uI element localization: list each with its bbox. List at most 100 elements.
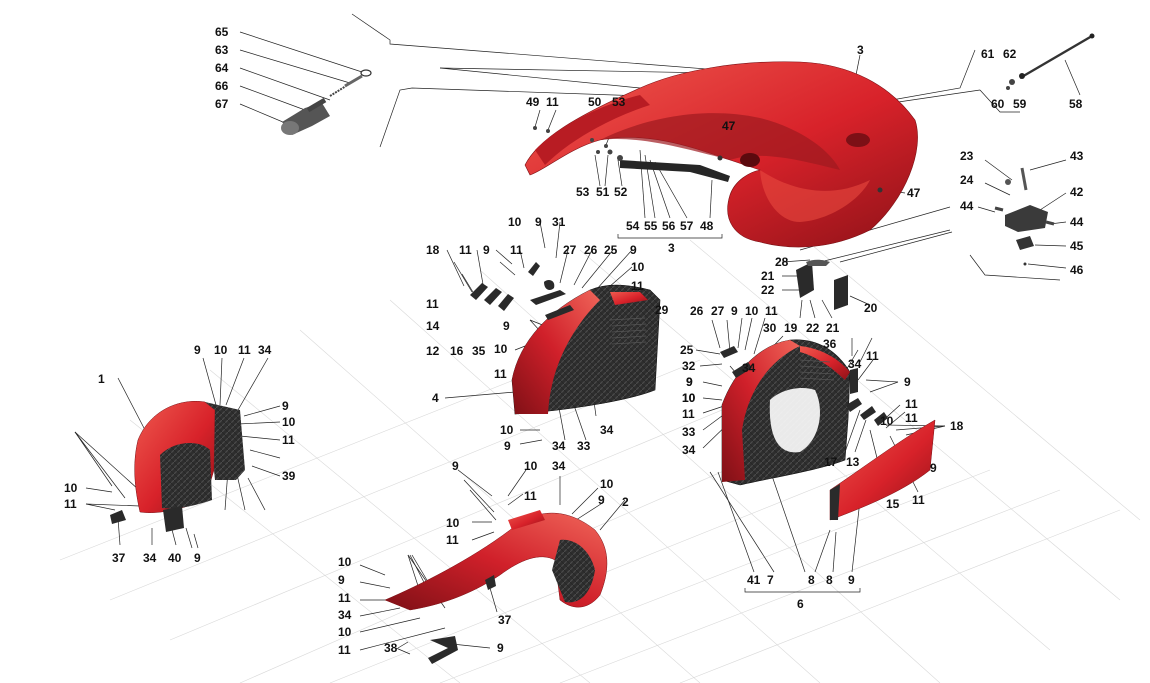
part-callout-label: 9 — [194, 551, 201, 565]
part-callout-label: 48 — [700, 219, 714, 233]
part-callout-label: 46 — [1070, 263, 1084, 277]
part-callout-label: 54 — [626, 219, 640, 233]
part-callout-label: 11 — [765, 304, 778, 318]
part-callout-label: 9 — [598, 493, 605, 507]
part-callout-label: 36 — [823, 337, 837, 351]
part-callout-label: 53 — [612, 95, 626, 109]
part-callout-label: 11 — [238, 343, 251, 357]
part-callout-label: 11 — [426, 297, 439, 311]
part-callout-label: 1 — [98, 372, 105, 386]
part-callout-label: 56 — [662, 219, 676, 233]
part-callout-label: 44 — [1070, 215, 1084, 229]
part-callout-label: 41 — [747, 573, 761, 587]
part-callout-label: 23 — [960, 149, 974, 163]
arch-bracket-set[interactable] — [110, 506, 184, 532]
part-callout-label: 11 — [282, 433, 295, 447]
part-callout-label: 9 — [686, 375, 693, 389]
part-callout-label: 10 — [214, 343, 228, 357]
part-callout-label: 10 — [338, 625, 352, 639]
part-callout-label: 2 — [622, 495, 629, 509]
part-callout-label: 10 — [524, 459, 538, 473]
part-callout-label: 10 — [682, 391, 696, 405]
part-callout-label: 9 — [930, 461, 937, 475]
part-callout-label: 22 — [761, 283, 775, 297]
part-callout-label: 9 — [630, 243, 637, 257]
part-callout-label: 10 — [64, 481, 78, 495]
part-callout-label: 26 — [584, 243, 598, 257]
part-callout-label: 11 — [524, 489, 537, 503]
part-callout-label: 34 — [143, 551, 157, 565]
part-callout-label: 55 — [644, 219, 658, 233]
lower-fender-liner[interactable] — [384, 510, 608, 611]
part-callout-label: 10 — [508, 215, 522, 229]
part-callout-label: 10 — [338, 555, 352, 569]
part-callout-label: 14 — [426, 319, 440, 333]
part-callout-label: 9 — [731, 304, 738, 318]
part-callout-label: 11 — [338, 643, 351, 657]
part-callout-label: 35 — [472, 344, 486, 358]
fastener-set[interactable] — [533, 79, 1015, 161]
trim-strip-set[interactable] — [470, 262, 574, 320]
part-callout-label: 19 — [784, 321, 798, 335]
part-callout-label: 17 — [824, 455, 838, 469]
part-callout-label: 9 — [483, 243, 490, 257]
right-side-shield[interactable] — [829, 419, 936, 521]
right-wheelhouse-frame[interactable] — [721, 339, 851, 486]
part-callout-label: 3 — [668, 241, 675, 255]
part-callout-label: 9 — [282, 399, 289, 413]
part-callout-label: 40 — [168, 551, 182, 565]
part-callout-label: 64 — [215, 61, 229, 75]
part-callout-label: 3 — [857, 43, 864, 57]
part-callout-label: 25 — [604, 243, 618, 257]
left-wheelhouse-panel[interactable] — [511, 284, 661, 415]
part-callout-label: 9 — [504, 439, 511, 453]
part-callout-label: 10 — [745, 304, 759, 318]
part-callout-label: 21 — [761, 269, 775, 283]
part-callout-label: 37 — [498, 613, 512, 627]
part-callout-label: 6 — [797, 597, 804, 611]
part-callout-label: 57 — [680, 219, 694, 233]
part-callout-label: 9 — [338, 573, 345, 587]
tow-hook-rod[interactable] — [1019, 33, 1095, 80]
part-callout-label: 60 — [991, 97, 1005, 111]
part-callout-label: 10 — [682, 391, 696, 405]
part-callout-label: 11 — [446, 533, 459, 547]
part-callout-label: 34 — [848, 357, 862, 371]
part-callout-label: 11 — [459, 243, 472, 257]
part-callout-label: 10 — [446, 516, 460, 530]
part-callout-label: 9 — [904, 375, 911, 389]
part-callout-label: 18 — [426, 243, 440, 257]
part-callout-label: 11 — [905, 411, 918, 425]
part-callout-label: 34 — [600, 423, 614, 437]
bracket-assembly[interactable] — [717, 155, 1055, 266]
part-callout-label: 4 — [432, 391, 439, 405]
front-wheel-arch[interactable] — [134, 401, 245, 513]
part-callout-label: 26 — [690, 304, 704, 318]
part-callout-label: 9 — [848, 573, 855, 587]
rear-bumper-crossbar[interactable] — [620, 160, 730, 182]
part-callout-label: 7 — [767, 573, 774, 587]
part-callout-label: 10 — [631, 260, 645, 274]
part-callout-label: 11 — [546, 95, 559, 109]
part-callout-label: 9 — [535, 215, 542, 229]
part-callout-label: 58 — [1069, 97, 1083, 111]
part-callout-label: 27 — [711, 304, 725, 318]
part-callout-label: 9 — [686, 375, 693, 389]
part-callout-label: 11 — [912, 493, 925, 507]
rear-bumper-shell[interactable] — [524, 61, 918, 248]
part-callout-label: 34 — [552, 439, 566, 453]
part-callout-label: 16 — [450, 344, 464, 358]
part-callout-label: 45 — [1070, 239, 1084, 253]
right-trim-set[interactable] — [720, 259, 888, 426]
part-callout-label: 11 — [866, 349, 879, 363]
part-callout-label: 65 — [215, 25, 229, 39]
liner-bracket-set[interactable] — [428, 575, 496, 664]
part-callout-label: 53 — [576, 185, 590, 199]
part-callout-label: 52 — [614, 185, 628, 199]
part-callout-label: 10 — [500, 423, 514, 437]
latch-assembly[interactable] — [281, 69, 372, 135]
part-callout-label: 11 — [510, 243, 523, 257]
part-callout-label: 25 — [680, 343, 694, 357]
part-callout-label: 34 — [338, 608, 352, 622]
